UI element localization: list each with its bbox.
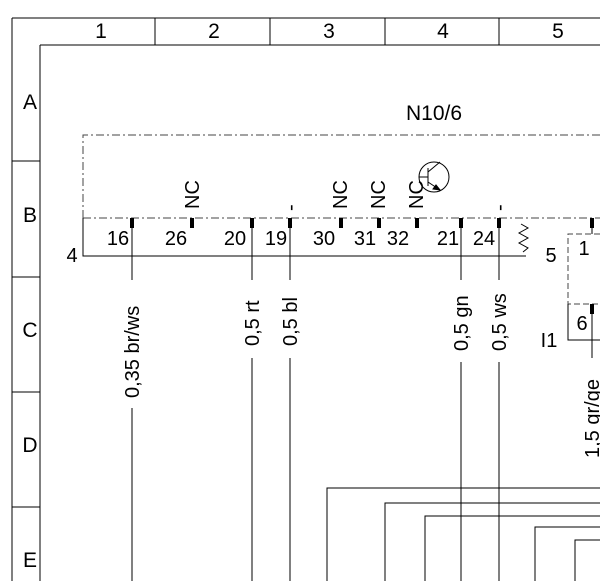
component-title: N10/6 [406, 102, 462, 125]
pin-terminal [459, 218, 463, 228]
pin-numbers: 16 26 20 19 30 31 32 21 24 [107, 228, 495, 250]
wire-labels: 0,35 br/ws 0,5 rt 0,5 bl 0,5 gn 0,5 ws 1… [122, 293, 600, 458]
wire-lines [131, 228, 593, 581]
pin-number: 32 [387, 228, 409, 250]
pin-terminal [377, 218, 381, 228]
pin-number: 30 [313, 228, 335, 250]
pin-terminal [590, 218, 594, 228]
transistor-icon [418, 161, 450, 193]
pin-label: NC [182, 180, 204, 209]
pin-number: 21 [437, 228, 459, 250]
row-label: E [23, 549, 37, 572]
wire-label: 0,5 ws [489, 293, 511, 351]
side-connector-bracket [567, 304, 600, 341]
bottom-wiring [326, 487, 600, 581]
wire-label: 0,5 gn [451, 295, 473, 351]
pin-labels: NC - NC NC NC - [182, 180, 511, 211]
right-reference: 5 [545, 245, 556, 267]
row-label: A [23, 91, 37, 114]
drawing-frame [11, 17, 600, 581]
pin-label: NC [368, 180, 390, 209]
pin-terminal [339, 218, 343, 228]
pin-terminal [288, 218, 292, 228]
pin-number: 16 [107, 228, 129, 250]
row-label: B [23, 204, 37, 227]
pin-number: 26 [165, 228, 187, 250]
pin-label: NC [330, 180, 352, 209]
pin-number: 19 [265, 228, 287, 250]
connector-pin-number: 1 [578, 238, 589, 260]
column-label: 4 [437, 20, 449, 43]
pin-number: 20 [224, 228, 246, 250]
pin-terminal [497, 218, 501, 228]
wire-label: 0,5 rt [242, 300, 264, 346]
pin-terminal [590, 304, 594, 314]
side-connector: 1 6 I1 [541, 233, 600, 358]
connector-bar [82, 218, 526, 257]
row-label: C [22, 319, 37, 342]
wire-label: 0,5 bl [280, 297, 302, 346]
pin-terminal [130, 218, 134, 228]
column-labels: 1 2 3 4 5 [95, 20, 564, 43]
connector-pin-number: 6 [576, 313, 587, 335]
column-label: 5 [552, 20, 564, 43]
pin-label: - [489, 204, 511, 211]
side-connector-housing [567, 233, 600, 305]
wire-label: 1,5 gr/ge [582, 379, 600, 458]
wire-label: 0,35 br/ws [122, 306, 144, 398]
component-n10-6: N10/6 4 5 [66, 102, 600, 267]
pin-terminal [250, 218, 254, 228]
left-reference: 4 [66, 245, 77, 267]
zigzag-symbol [517, 223, 530, 253]
pin-number: 31 [354, 228, 376, 250]
column-label: 2 [208, 20, 220, 43]
pin-label: - [280, 204, 302, 211]
pin-number: 24 [473, 228, 495, 250]
row-labels: A B C D E [22, 91, 37, 572]
column-label: 1 [95, 20, 107, 43]
column-label: 3 [323, 20, 335, 43]
pin-terminals [130, 218, 594, 228]
connector-reference: I1 [541, 330, 558, 352]
pin-terminal [190, 218, 194, 228]
row-label: D [22, 434, 37, 457]
component-housing [82, 134, 600, 218]
pin-terminal [415, 218, 419, 228]
pin-label: NC [406, 180, 428, 209]
